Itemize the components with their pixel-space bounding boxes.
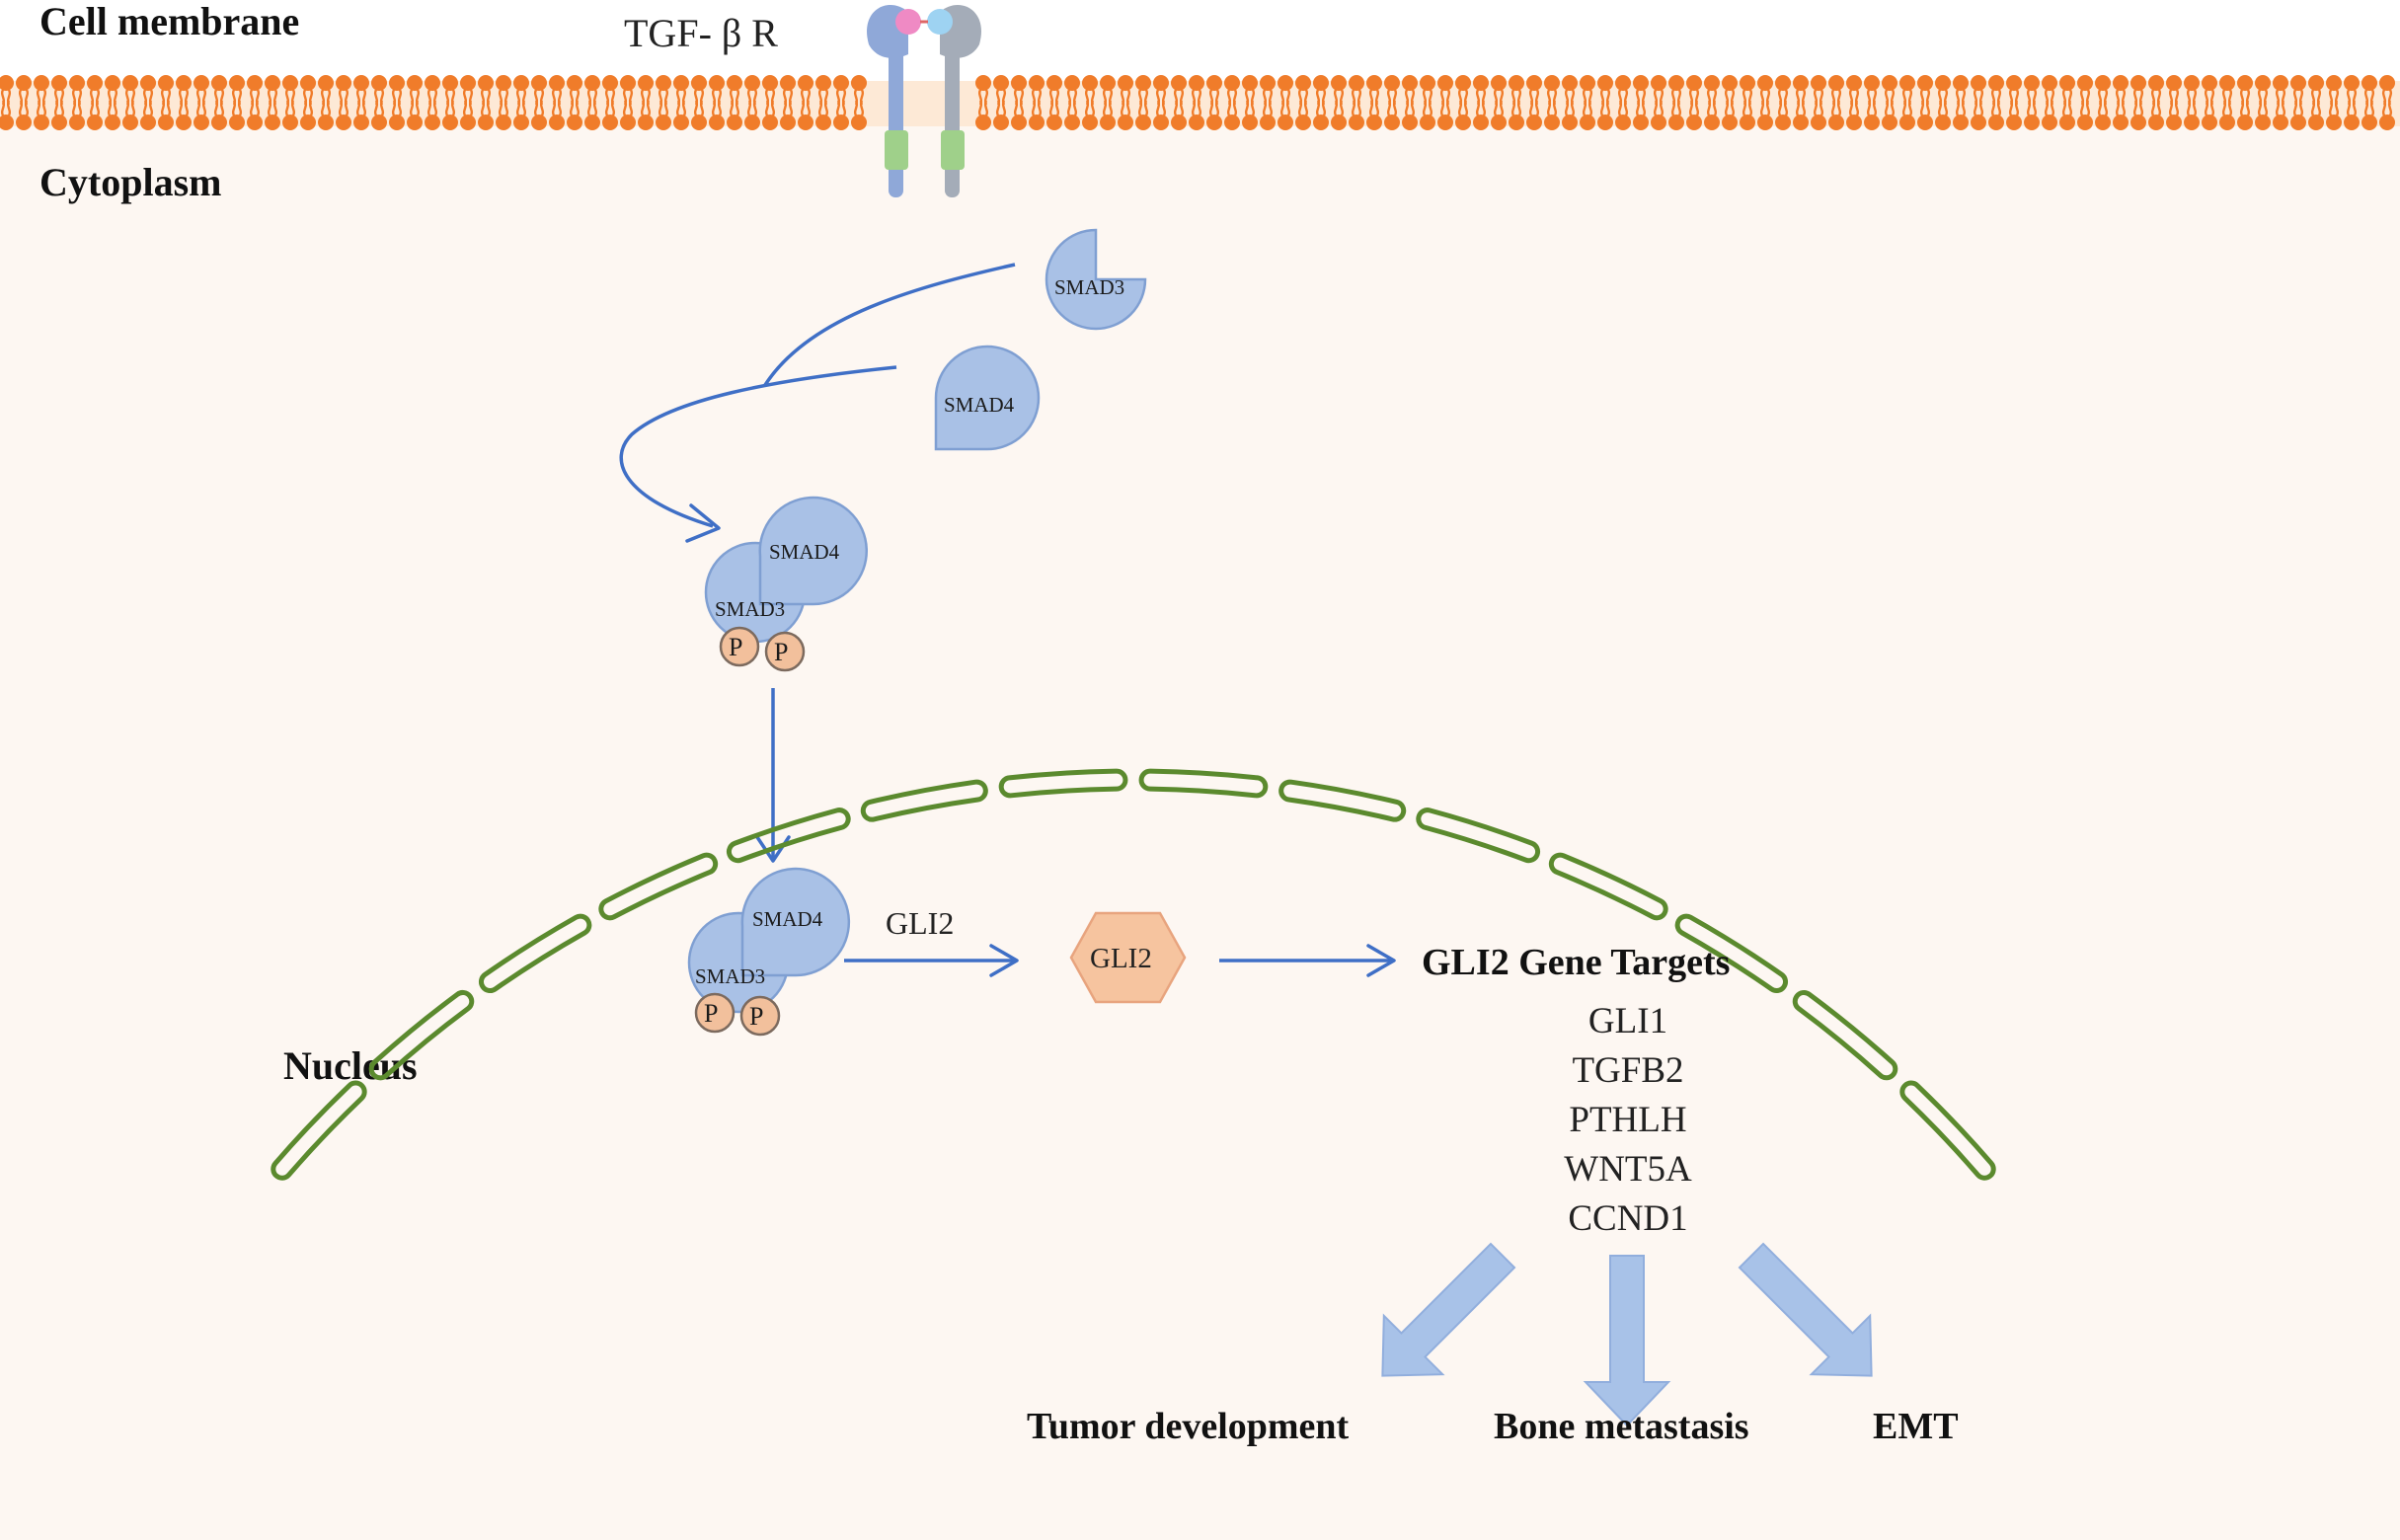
gene-target-item: TGFB2 [1572,1050,1683,1091]
nuclear-envelope-segment [368,990,475,1081]
outcome-emt: EMT [1873,1406,1959,1447]
receptor-label: TGF- β R [624,11,778,55]
cytoplasm-label: Cytoplasm [39,160,221,204]
svg-text:SMAD3: SMAD3 [1054,275,1124,299]
nuclear-envelope-segment [1138,768,1269,799]
cytoplasmic-smad-complex: SMAD4 SMAD3 P P [704,496,869,672]
nuclear-envelope-segment [998,768,1128,799]
nuclear-envelope-segment [598,852,719,921]
nuclear-envelope-segment [1278,779,1407,822]
outcome-bone-metastasis: Bone metastasis [1494,1406,1749,1447]
nuclear-envelope-segment [1548,852,1668,921]
gli2-protein: GLI2 [1069,911,1187,1004]
gli2-edge-label: GLI2 [886,905,954,941]
svg-text:SMAD4: SMAD4 [944,393,1015,417]
smad3-protein: SMAD3 [1045,228,1147,331]
cell-membrane-bilayer [0,73,2400,132]
gene-target-item: WNT5A [1564,1149,1692,1190]
nuclear-envelope-segment [271,1080,367,1181]
nuclear-envelope-segment [727,808,851,864]
nuclear-smad-complex: SMAD4 SMAD3 P P [687,867,851,1037]
outcome-arrows [1381,1242,1873,1427]
nuclear-envelope-segment [479,913,592,993]
phosphate-label-1: P [729,633,742,661]
nuclear-phosphate-label-2: P [749,1002,763,1031]
svg-text:GLI2: GLI2 [1090,943,1152,974]
gene-targets-arrow [1219,944,1396,977]
emt-arrow [1738,1242,1873,1377]
phosphate-label-2: P [774,638,788,666]
nuclear-smad3-label: SMAD3 [695,964,765,988]
nuclear-envelope-segment [1899,1080,1996,1181]
outcome-tumor-development: Tumor development [1027,1406,1350,1447]
gene-targets-heading: GLI2 Gene Targets [1422,942,1730,983]
complex-smad3-label: SMAD3 [715,597,785,621]
tumor-development-arrow [1381,1242,1516,1377]
nuclear-envelope-segment [1674,913,1788,993]
gene-target-item: PTHLH [1569,1100,1686,1140]
gene-target-item: GLI1 [1588,1001,1667,1041]
nuclear-envelope-segment [1416,808,1541,864]
cytoplasm-region [0,123,2400,1540]
smad4-protein: SMAD4 [934,345,1041,451]
nuclear-smad4-label: SMAD4 [752,907,823,931]
gli2-activation-arrow: GLI2 [844,905,1019,977]
nuclear-envelope [271,768,1996,1181]
gene-target-item: CCND1 [1568,1198,1687,1239]
nuclear-phosphate-label-1: P [704,999,718,1028]
smad-binding-arrow [619,263,1016,543]
bone-metastasis-arrow [1583,1255,1671,1427]
nuclear-envelope-segment [860,779,988,822]
nuclear-envelope-segment [1792,990,1898,1081]
complex-smad4-label: SMAD4 [769,540,840,564]
cell-membrane-label: Cell membrane [39,0,299,43]
tgf-beta-receptor-icon [867,4,981,197]
